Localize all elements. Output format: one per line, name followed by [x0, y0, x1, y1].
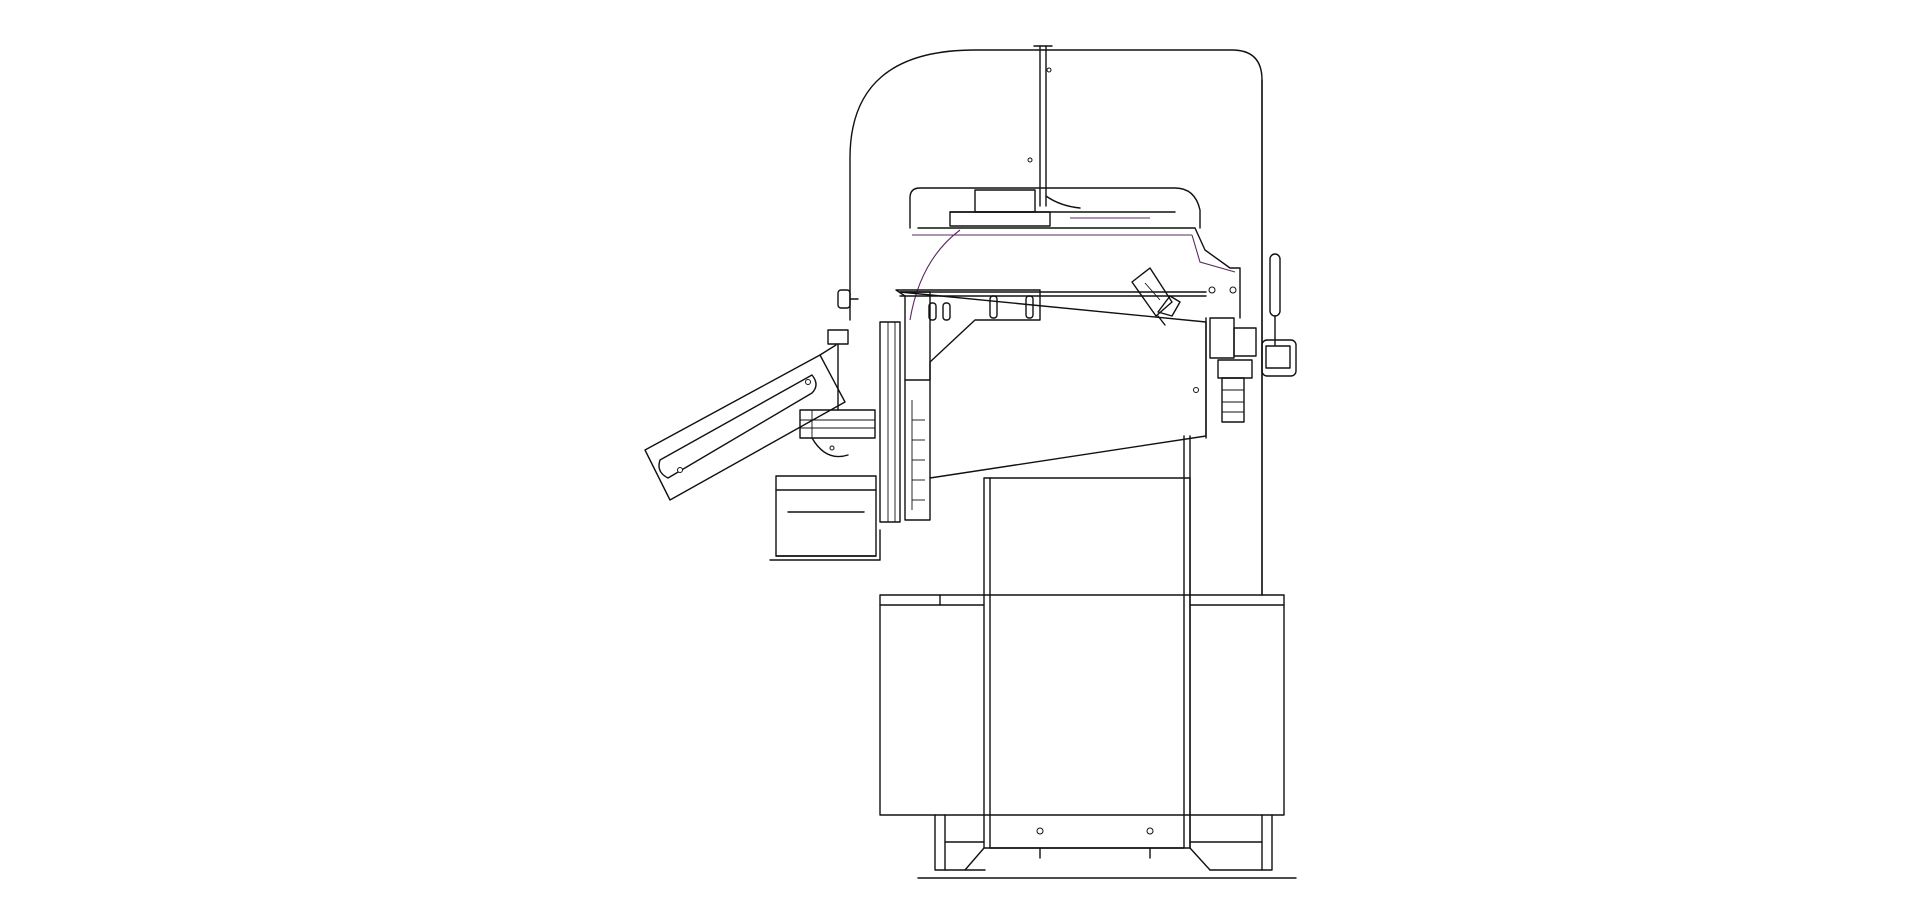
table-trunnion-bracket — [895, 289, 1041, 381]
blade-guide-post — [1027, 45, 1081, 209]
base-stand — [917, 814, 1297, 879]
tension-bracket — [1131, 267, 1181, 326]
arm-pivot — [799, 329, 876, 458]
adjustment-handle — [1208, 253, 1297, 377]
upper-wheel-housing — [849, 49, 1263, 596]
mounting-holes — [1036, 827, 1154, 859]
angled-feed-arm — [644, 344, 846, 501]
side-box — [769, 475, 881, 561]
central-column — [983, 435, 1191, 849]
right-guide-assembly — [1205, 317, 1257, 439]
left-knob — [837, 289, 859, 309]
worktable — [899, 291, 1207, 479]
fence-column — [879, 321, 931, 523]
upper-head — [909, 187, 1241, 321]
lower-cabinet — [879, 594, 1285, 816]
